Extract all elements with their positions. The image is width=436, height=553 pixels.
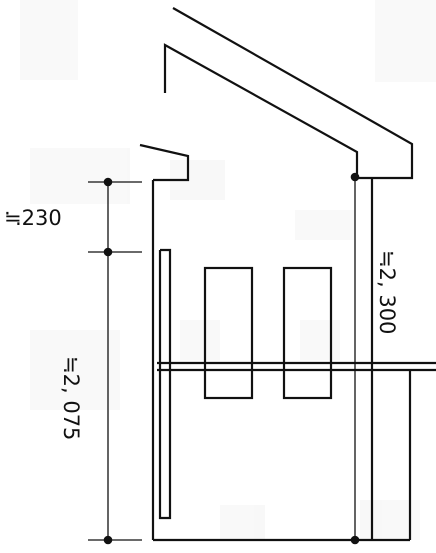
dimension-point — [350, 172, 360, 182]
left-dimension-line — [88, 177, 142, 545]
door-panel — [158, 248, 172, 520]
total-height-label: ≒2, 300 — [375, 250, 399, 334]
wall-outline — [151, 178, 412, 542]
eave-height-label: ≒230 — [4, 206, 62, 230]
interior-height-label: ≒2, 075 — [59, 356, 83, 440]
window-frames — [203, 266, 333, 400]
dimension-point — [103, 177, 113, 187]
dimension-point — [350, 535, 360, 545]
dimension-point — [103, 247, 113, 257]
floor-beam — [157, 361, 436, 372]
right-dimension-line — [350, 172, 360, 545]
eave-canopy — [139, 143, 190, 182]
dimension-point — [103, 535, 113, 545]
